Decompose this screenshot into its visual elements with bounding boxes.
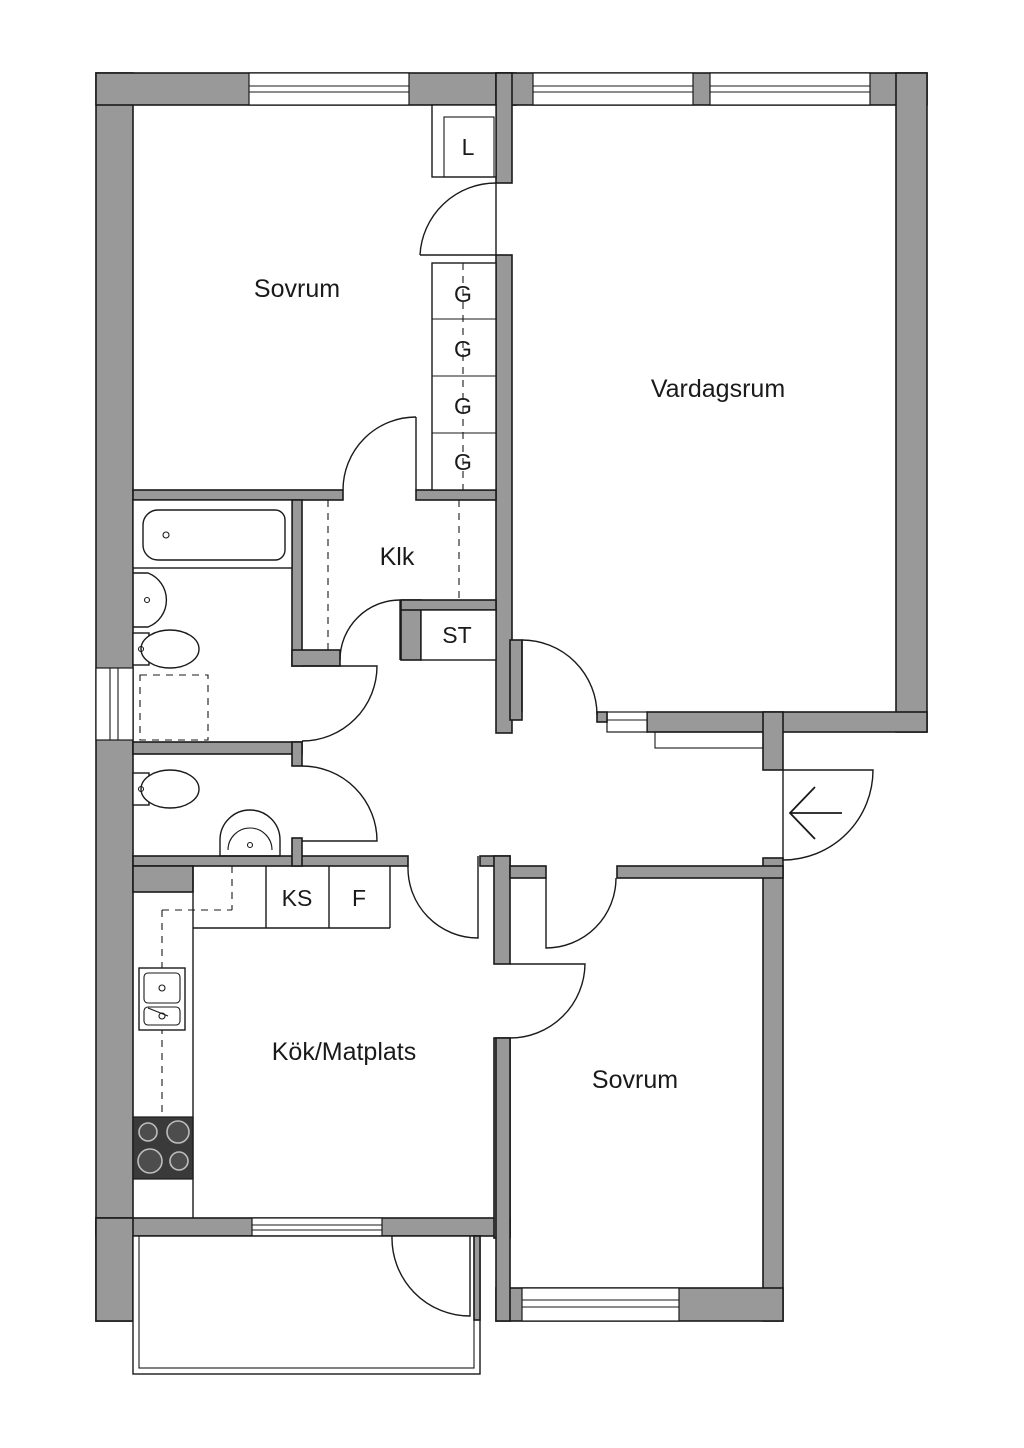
fridge-label: KS xyxy=(282,885,313,911)
label-bedroom-north: Sovrum xyxy=(254,275,340,303)
wall-bath-south-2 xyxy=(291,741,303,767)
wall-hall-east xyxy=(509,639,523,721)
door-bath-2 xyxy=(301,665,378,742)
window-living-1 xyxy=(532,72,694,106)
balcony-wall xyxy=(473,1235,481,1321)
label-bedroom-south: Sovrum xyxy=(592,1066,678,1094)
label-kitchen: Kök/Matplats xyxy=(272,1038,417,1066)
door-bath xyxy=(339,599,401,661)
label-living-room: Vardagsrum xyxy=(651,375,785,403)
wall-west-lower xyxy=(95,1217,134,1322)
window-bathroom xyxy=(95,667,134,741)
wall-bedroom-south-2 xyxy=(415,489,497,501)
wall-living-south xyxy=(646,711,928,733)
window-bedroom-south xyxy=(521,1287,680,1322)
wall-entrance-side xyxy=(762,857,784,1322)
door-bedroom-south xyxy=(545,877,617,949)
door-bedroom-klk xyxy=(342,416,417,491)
doors xyxy=(301,182,874,1317)
wall-entrance-jog xyxy=(762,711,784,771)
wardrobe-4: G xyxy=(454,449,472,475)
kitchen-fixtures: KS F xyxy=(132,866,391,1218)
room-labels: Sovrum Vardagsrum Klk Kök/Matplats Sovru… xyxy=(254,275,785,1094)
arrow-left-icon xyxy=(788,786,842,840)
interior-walls xyxy=(132,72,784,1322)
washer-space xyxy=(139,674,209,741)
wall-wc-south xyxy=(132,855,409,867)
wardrobe-2: G xyxy=(454,336,472,362)
wall-bath-south xyxy=(132,741,303,755)
wall-bath-east xyxy=(291,499,303,667)
wall-bedroom-south xyxy=(132,489,344,501)
door-kitchen-bedroom xyxy=(509,963,586,1039)
door-balcony xyxy=(391,1235,471,1317)
toilet-bath xyxy=(140,629,200,669)
balcony xyxy=(132,1235,481,1375)
closet-st xyxy=(420,609,497,661)
wall-wc-east xyxy=(291,837,303,867)
door-living xyxy=(521,639,598,716)
window-kitchen xyxy=(251,1217,383,1237)
balcony-outline xyxy=(132,1235,481,1375)
window-living-2 xyxy=(709,72,871,106)
bathroom-fixtures xyxy=(132,499,293,857)
window-hall xyxy=(606,711,648,733)
door-entrance xyxy=(782,769,874,861)
wall-bedroom-south-top xyxy=(616,865,784,879)
wall-hall-east-2 xyxy=(596,711,608,723)
washbasin-bath xyxy=(133,572,168,628)
freezer-label: F xyxy=(352,885,366,911)
wardrobe-1: G xyxy=(454,281,472,307)
wardrobe-3: G xyxy=(454,393,472,419)
wall-east-living xyxy=(895,72,928,733)
windows xyxy=(95,72,871,1322)
bathtub xyxy=(132,499,293,569)
kitchen-sink xyxy=(138,967,186,1031)
door-wc xyxy=(301,765,378,842)
wall-st-top xyxy=(400,599,497,611)
door-kitchen xyxy=(407,856,479,939)
toilet-wc xyxy=(140,769,200,809)
window-bedroom-north xyxy=(248,72,410,106)
wall-kitchen-north xyxy=(132,865,194,893)
wall-kitchen-east-2 xyxy=(493,855,511,965)
closets: L G G G G ST xyxy=(327,104,497,661)
wall-bedroom-south-top-2 xyxy=(509,865,547,879)
closet-st-label: ST xyxy=(442,622,471,648)
label-wardrobe-hall: Klk xyxy=(380,543,415,571)
wall-bed-living-top xyxy=(495,72,513,184)
washbasin-wc xyxy=(219,809,281,857)
wall-bath-east-2 xyxy=(291,649,341,667)
closet-linen-label: L xyxy=(462,134,475,160)
wall-bedroom-south-west xyxy=(495,1037,511,1322)
